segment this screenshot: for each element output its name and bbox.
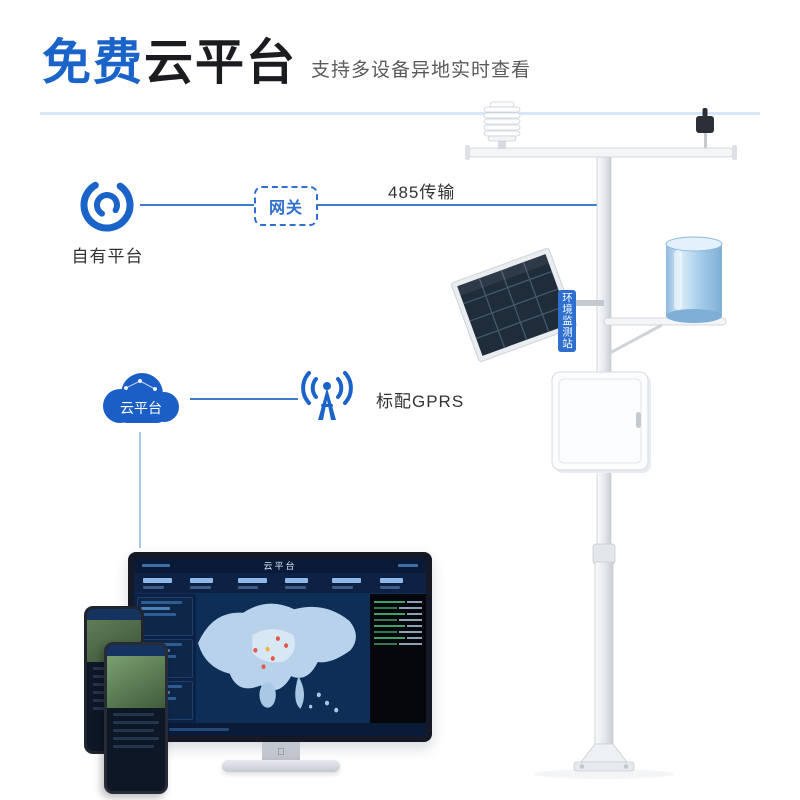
stat-item — [375, 576, 422, 591]
phone-header — [107, 645, 165, 656]
dashboard-toolbar-bar — [398, 564, 418, 567]
header-divider — [40, 112, 760, 115]
stat-item — [185, 576, 232, 591]
page-title-rest: 云平台 — [144, 36, 298, 90]
dashboard-stats-row — [134, 573, 426, 594]
page-subtitle: 支持多设备异地实时查看 — [311, 59, 532, 81]
page-title-highlight: 免费 — [42, 36, 145, 90]
connector-platform-gateway — [140, 204, 254, 206]
cloud-platform-label: 云平台 — [120, 400, 162, 416]
stat-item — [280, 576, 327, 591]
monitor-stand-neck:  — [262, 742, 300, 762]
cabinet-handle — [636, 412, 641, 428]
phone-header — [87, 609, 141, 620]
rain-gauge-assembly — [603, 236, 727, 356]
phone-front-screen — [107, 645, 165, 791]
control-cabinet — [551, 371, 651, 473]
pole-base — [573, 743, 635, 772]
header: 免费云平台 支持多设备异地实时查看 — [42, 34, 531, 93]
radiation-shield-sensor — [483, 101, 521, 149]
own-platform-icon — [78, 176, 136, 234]
connector-cloud-monitor — [139, 432, 141, 548]
dashboard-bottombar — [134, 723, 426, 736]
gateway-label: 网关 — [268, 200, 303, 217]
wind-sensor — [696, 108, 714, 148]
connector-gateway-station — [316, 204, 597, 206]
ground-shadow — [534, 769, 674, 779]
dashboard-topbar: 云平台 — [134, 558, 426, 573]
dashboard-menu-bar — [142, 564, 170, 567]
dashboard-title: 云平台 — [263, 561, 297, 571]
gprs-antenna-icon — [296, 366, 358, 428]
monitor: 云平台 — [128, 552, 432, 742]
monitor-screen: 云平台 — [134, 558, 426, 736]
own-platform-label: 自有平台 — [71, 247, 144, 266]
gprs-label: 标配GPRS — [376, 392, 465, 411]
crossarm — [465, 145, 737, 160]
dashboard-map — [196, 594, 370, 723]
apple-logo:  — [277, 747, 285, 758]
gateway-box: 网关 — [254, 186, 318, 226]
solar-bracket — [560, 300, 604, 306]
cabinet-label: 环境监测站 — [558, 290, 576, 352]
stat-item — [327, 576, 374, 591]
dashboard-right-panel — [370, 594, 426, 723]
connector-cloud-gprs — [190, 398, 298, 400]
left-panel-card — [137, 597, 193, 636]
station-illustration — [451, 101, 737, 779]
rain-gauge — [665, 236, 723, 323]
pole-joint-collar — [592, 543, 616, 565]
stat-item — [138, 576, 185, 591]
phone-front — [104, 642, 168, 794]
monitor-stand-base — [222, 760, 340, 772]
phone-photo — [107, 656, 165, 708]
rs485-label: 485传输 — [382, 178, 462, 203]
cloud-platform-icon: 云平台 — [92, 366, 188, 432]
stat-item — [233, 576, 280, 591]
page-title: 免费云平台 — [42, 34, 297, 93]
solar-panel — [451, 248, 604, 362]
